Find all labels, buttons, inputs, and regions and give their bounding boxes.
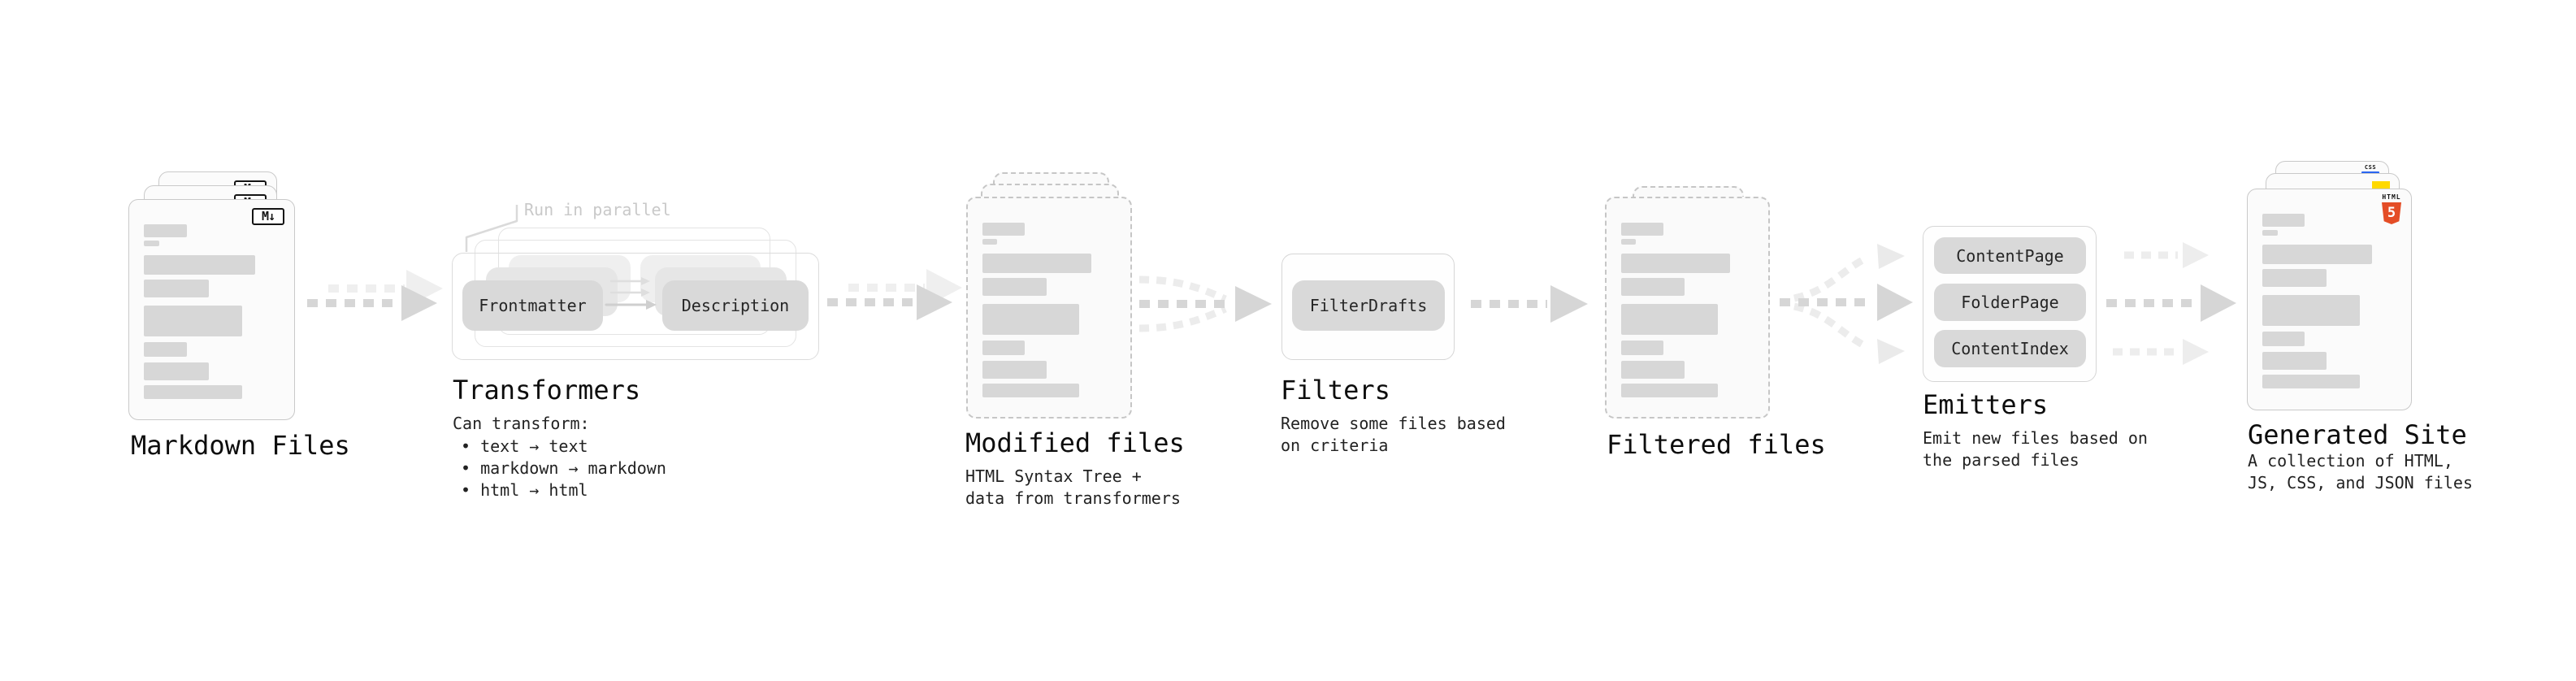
css-icon-label: CSS	[2364, 164, 2377, 171]
arrow-emitters-to-generated	[2106, 242, 2236, 365]
doc-line	[144, 306, 243, 336]
document-placeholder-lines	[2262, 214, 2400, 388]
generated-site-title: Generated Site	[2248, 419, 2467, 450]
doc-line	[982, 384, 1080, 397]
generated-site-caption-1: A collection of HTML,	[2248, 451, 2453, 471]
doc-line	[1621, 304, 1718, 335]
document-placeholder-lines	[1621, 223, 1757, 397]
doc-line	[1621, 254, 1730, 273]
doc-line	[144, 224, 187, 237]
generated-file-card-front: HTML 5	[2247, 189, 2412, 410]
doc-line	[982, 223, 1026, 236]
filters-caption-1: Remove some files based	[1281, 414, 1506, 433]
filtered-files-title: Filtered files	[1607, 429, 1826, 460]
modified-files-caption-2: data from transformers	[965, 488, 1181, 508]
doc-line	[2262, 352, 2327, 370]
transformers-bullet-1: • text → text	[461, 436, 588, 456]
doc-line	[2262, 230, 2278, 236]
html5-icon-label: HTML	[2382, 193, 2401, 201]
doc-line	[1621, 239, 1637, 245]
description-pill: Description	[662, 280, 809, 331]
modified-files-title: Modified files	[965, 427, 1185, 458]
markdown-icon: M↓	[252, 208, 284, 225]
doc-line	[982, 239, 998, 245]
doc-line	[982, 254, 1092, 273]
transformers-bullet-3: • html → html	[461, 480, 588, 500]
doc-line	[1621, 361, 1685, 379]
contentpage-pill: ContentPage	[1934, 237, 2086, 274]
doc-line	[144, 280, 210, 297]
markdown-files-title: Markdown Files	[131, 430, 350, 461]
filters-caption-2: on criteria	[1281, 436, 1389, 455]
css-icon-bar	[2361, 171, 2379, 175]
doc-line	[1621, 384, 1718, 397]
doc-line	[982, 361, 1047, 379]
arrow-filtered-to-emitters	[1780, 244, 1913, 364]
html5-number: 5	[2387, 205, 2396, 221]
doc-line	[1621, 223, 1663, 236]
generated-site-caption-2: JS, CSS, and JSON files	[2248, 473, 2473, 492]
doc-line	[2262, 295, 2360, 326]
frontmatter-pill: Frontmatter	[462, 280, 603, 331]
run-in-parallel-annotation: Run in parallel	[524, 200, 671, 219]
filtered-file-card-front	[1605, 197, 1770, 419]
doc-line	[1621, 278, 1685, 296]
transformers-caption: Can transform:	[453, 414, 590, 433]
doc-line	[144, 385, 243, 399]
arrow-filters-to-filtered	[1471, 285, 1588, 323]
doc-line	[144, 255, 255, 275]
doc-line	[2262, 245, 2373, 264]
modified-file-card-front	[966, 197, 1132, 419]
contentindex-pill: ContentIndex	[1934, 330, 2086, 367]
filterdrafts-pill: FilterDrafts	[1292, 280, 1445, 331]
transformers-title: Transformers	[453, 375, 641, 406]
arrow-markdown-to-transformers	[307, 270, 443, 321]
modified-files-caption-1: HTML Syntax Tree +	[965, 466, 1142, 486]
doc-line	[2262, 375, 2360, 388]
document-placeholder-lines	[144, 224, 283, 399]
html5-icon: HTML 5	[2379, 194, 2404, 224]
transformers-bullet-2: • markdown → markdown	[461, 458, 666, 478]
doc-line	[2262, 214, 2305, 227]
markdown-file-card-front: M↓	[128, 199, 295, 420]
html5-shield: 5	[2382, 202, 2401, 224]
doc-line	[982, 278, 1047, 296]
arrow-modified-to-filters	[1138, 275, 1272, 332]
doc-line	[1621, 340, 1663, 355]
document-placeholder-lines	[982, 223, 1119, 397]
doc-line	[144, 362, 210, 380]
doc-line	[982, 340, 1026, 355]
folderpage-pill: FolderPage	[1934, 284, 2086, 321]
transformer-box-front	[452, 253, 819, 360]
doc-line	[2262, 269, 2327, 287]
css-icon: CSS	[2361, 165, 2379, 175]
doc-line	[144, 241, 159, 246]
emitters-caption-1: Emit new files based on	[1923, 428, 2148, 448]
javascript-icon	[2372, 181, 2390, 189]
arrow-transformers-to-modified	[827, 269, 962, 320]
emitters-caption-2: the parsed files	[1923, 450, 2079, 470]
emitters-title: Emitters	[1923, 389, 2049, 420]
filters-title: Filters	[1281, 375, 1390, 406]
doc-line	[2262, 332, 2305, 346]
doc-line	[982, 304, 1080, 335]
doc-line	[144, 342, 187, 357]
